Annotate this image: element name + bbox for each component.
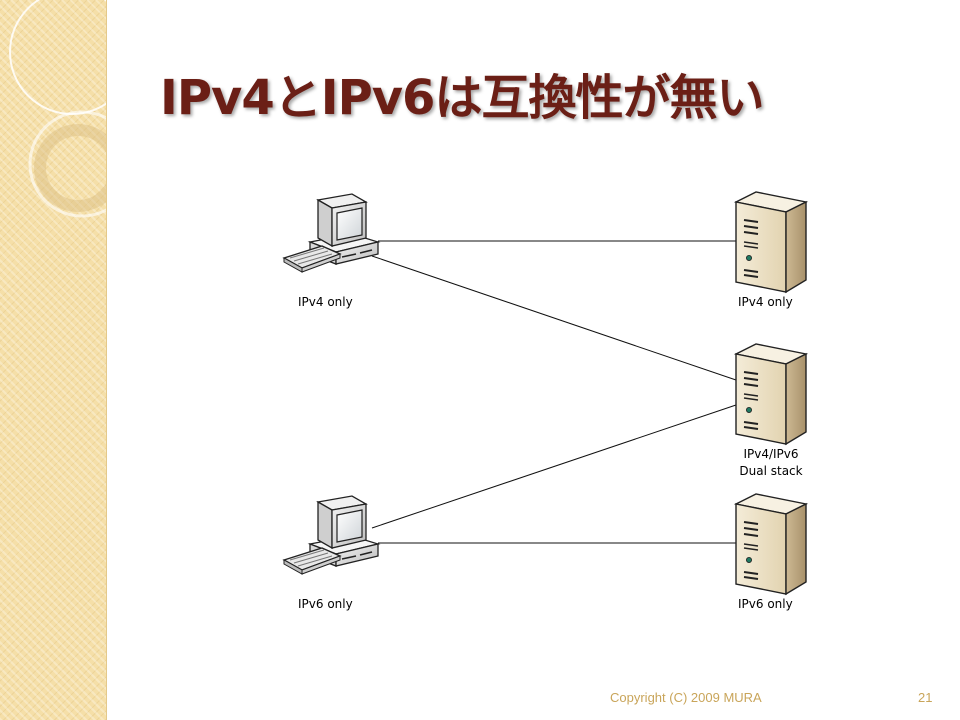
server-dual-label-line1: IPv4/IPv6 (743, 447, 799, 461)
desktop-computer-icon (283, 193, 379, 273)
client-ipv4-label: IPv4 only (298, 295, 353, 309)
decorative-rings (9, 0, 106, 218)
link-ipv4-client-to-dual-server (371, 255, 737, 381)
desktop-computer-icon (283, 495, 379, 575)
link-ipv6-client-to-dual-server (371, 404, 737, 529)
copyright-footer: Copyright (C) 2009 MURA (610, 690, 762, 705)
decorative-sidebar (0, 0, 107, 720)
server-dual-label-line2: Dual stack (739, 464, 803, 478)
server-ipv4-label: IPv4 only (738, 295, 793, 309)
tower-server-icon (735, 191, 807, 293)
page-number: 21 (918, 690, 933, 705)
tower-server-icon (735, 343, 807, 445)
server-dual-label: IPv4/IPv6 Dual stack (736, 446, 806, 480)
tower-server-icon (735, 493, 807, 595)
server-ipv6-label: IPv6 only (738, 597, 793, 611)
client-ipv6-label: IPv6 only (298, 597, 353, 611)
slide-title: IPv4とIPv6は互換性が無い (160, 70, 764, 126)
